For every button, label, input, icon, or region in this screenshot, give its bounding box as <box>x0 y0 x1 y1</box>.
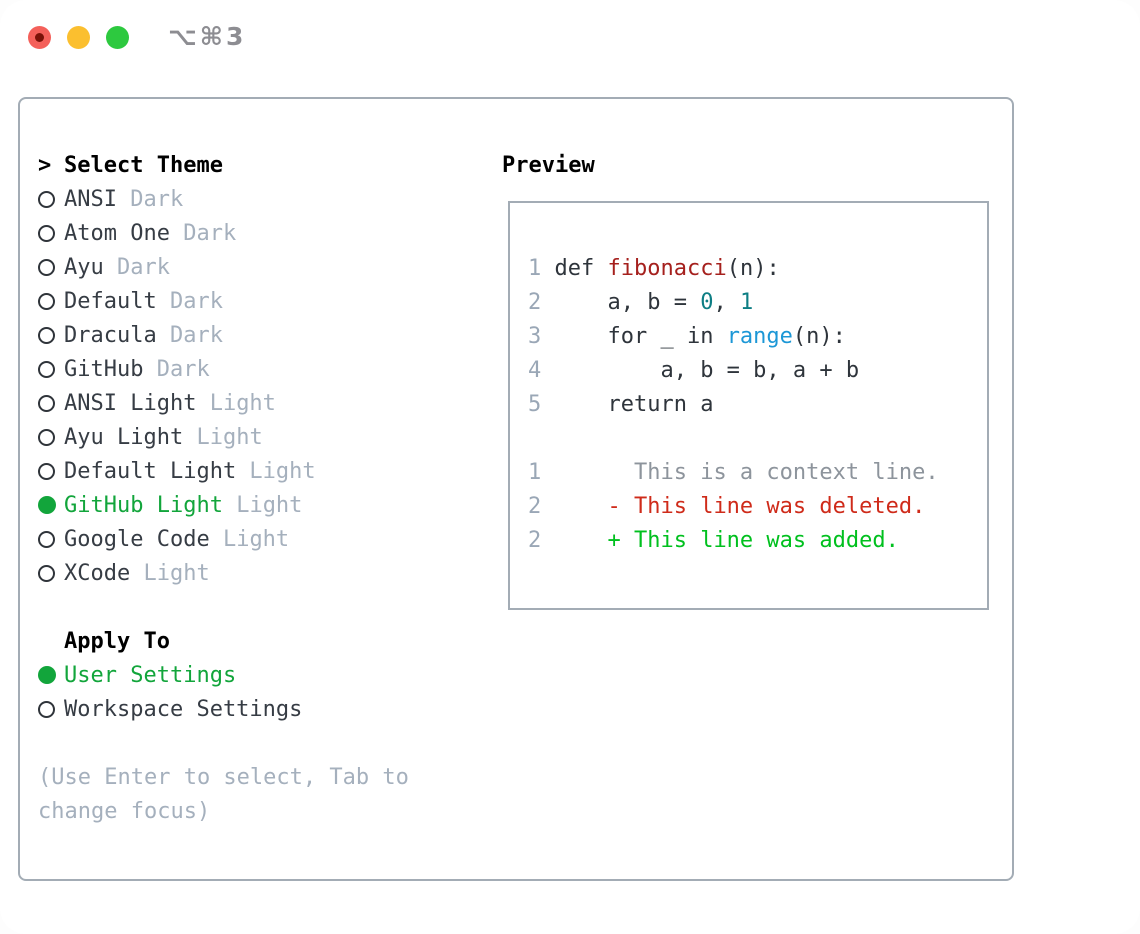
radio-unselected-icon <box>38 190 55 208</box>
theme-variant-tag: Light <box>236 458 316 484</box>
theme-option[interactable]: Atom One Dark <box>38 216 409 250</box>
option-label: XCode <box>64 560 131 586</box>
option-label: Google Code <box>64 526 210 552</box>
theme-option[interactable]: Google Code Light <box>38 522 409 556</box>
code-line: 1 def fibonacci(n): <box>528 256 780 281</box>
option-label: ANSI <box>64 186 117 212</box>
code-line: 2 - This line was deleted. <box>528 494 926 519</box>
radio-unselected-icon <box>38 292 55 310</box>
option-label: User Settings <box>64 662 237 688</box>
option-label: Atom One <box>64 220 170 246</box>
code-line: 1 This is a context line. <box>528 460 939 485</box>
theme-variant-tag: Dark <box>143 356 210 382</box>
spacer <box>38 590 409 624</box>
theme-variant-tag: Light <box>222 492 303 518</box>
code-line <box>528 422 987 456</box>
radio-unselected-icon <box>38 428 55 446</box>
footer-hint-line-2: change focus) <box>38 798 211 824</box>
theme-option[interactable]: Dracula Dark <box>38 318 409 352</box>
code-line: 3 for _ in range(n): <box>528 324 846 349</box>
theme-variant-tag: Dark <box>156 322 223 348</box>
line-number: 3 <box>528 324 542 349</box>
theme-variant-tag: Dark <box>169 220 237 246</box>
theme-option[interactable]: Default Light Light <box>38 454 409 488</box>
option-label: Default <box>64 288 157 314</box>
code-line: 4 a, b = b, a + b <box>528 358 860 383</box>
theme-variant-tag: Light <box>196 390 276 416</box>
option-label: GitHub <box>64 356 144 382</box>
line-number: 1 <box>528 256 542 281</box>
radio-unselected-icon <box>38 700 55 718</box>
option-label: Workspace Settings <box>64 696 303 722</box>
preview-title: Preview <box>502 152 595 178</box>
radio-unselected-icon <box>38 462 55 480</box>
option-label: Ayu <box>64 254 104 280</box>
theme-variant-tag: Dark <box>103 254 170 280</box>
option-label: Default Light <box>64 458 237 484</box>
apply-to-option[interactable]: Workspace Settings <box>38 692 409 726</box>
radio-unselected-icon <box>38 564 55 582</box>
zoom-button-icon[interactable] <box>106 26 129 49</box>
radio-unselected-icon <box>38 394 55 412</box>
theme-option[interactable]: Ayu Light Light <box>38 420 409 454</box>
select-theme-header: > Select Theme <box>38 148 409 182</box>
select-theme-title: Select Theme <box>64 152 223 178</box>
radio-selected-icon <box>38 496 56 514</box>
option-label: Ayu Light <box>64 424 184 450</box>
theme-option[interactable]: GitHub Light Light <box>38 488 409 522</box>
radio-unselected-icon <box>38 530 55 548</box>
theme-option[interactable]: Default Dark <box>38 284 409 318</box>
footer-hint-line-1: (Use Enter to select, Tab to <box>38 764 409 790</box>
apply-to-option[interactable]: User Settings <box>38 658 409 692</box>
option-label: Dracula <box>64 322 157 348</box>
option-label: ANSI Light <box>64 390 197 416</box>
radio-unselected-icon <box>38 326 55 344</box>
line-number: 2 <box>528 494 542 519</box>
line-number: 5 <box>528 392 542 417</box>
prompt-caret: > <box>38 152 52 178</box>
radio-unselected-icon <box>38 258 55 276</box>
theme-option[interactable]: XCode Light <box>38 556 409 590</box>
theme-variant-tag: Light <box>183 424 263 450</box>
code-line: 2 + This line was added. <box>528 528 899 553</box>
theme-option[interactable]: GitHub Dark <box>38 352 409 386</box>
line-number: 2 <box>528 528 542 553</box>
line-number: 4 <box>528 358 542 383</box>
option-label: GitHub Light <box>64 492 223 518</box>
theme-variant-tag: Light <box>209 526 290 552</box>
theme-option[interactable]: ANSI Dark <box>38 182 409 216</box>
close-button-icon[interactable] <box>28 26 51 49</box>
code-line: 5 return a <box>528 392 714 417</box>
line-number: 2 <box>528 290 542 315</box>
minimize-button-icon[interactable] <box>67 26 90 49</box>
titlebar: ⌥⌘3 <box>0 0 1140 70</box>
apply-to-header: Apply To <box>38 624 409 658</box>
theme-variant-tag: Dark <box>116 186 184 212</box>
theme-variant-tag: Dark <box>156 288 223 314</box>
preview-box: 1 def fibonacci(n): 2 a, b = 0, 1 3 for _ … <box>508 201 989 610</box>
code-preview: 1 def fibonacci(n): 2 a, b = 0, 1 3 for _ … <box>510 203 987 558</box>
radio-unselected-icon <box>38 224 55 242</box>
window-title: ⌥⌘3 <box>168 22 247 51</box>
radio-unselected-icon <box>38 360 55 378</box>
line-number: 1 <box>528 460 542 485</box>
code-line: 2 a, b = 0, 1 <box>528 290 754 315</box>
apply-to-title: Apply To <box>64 628 170 654</box>
radio-selected-icon <box>38 666 56 684</box>
theme-option[interactable]: Ayu Dark <box>38 250 409 284</box>
theme-option[interactable]: ANSI Light Light <box>38 386 409 420</box>
spacer <box>38 726 409 760</box>
theme-variant-tag: Light <box>130 560 210 586</box>
